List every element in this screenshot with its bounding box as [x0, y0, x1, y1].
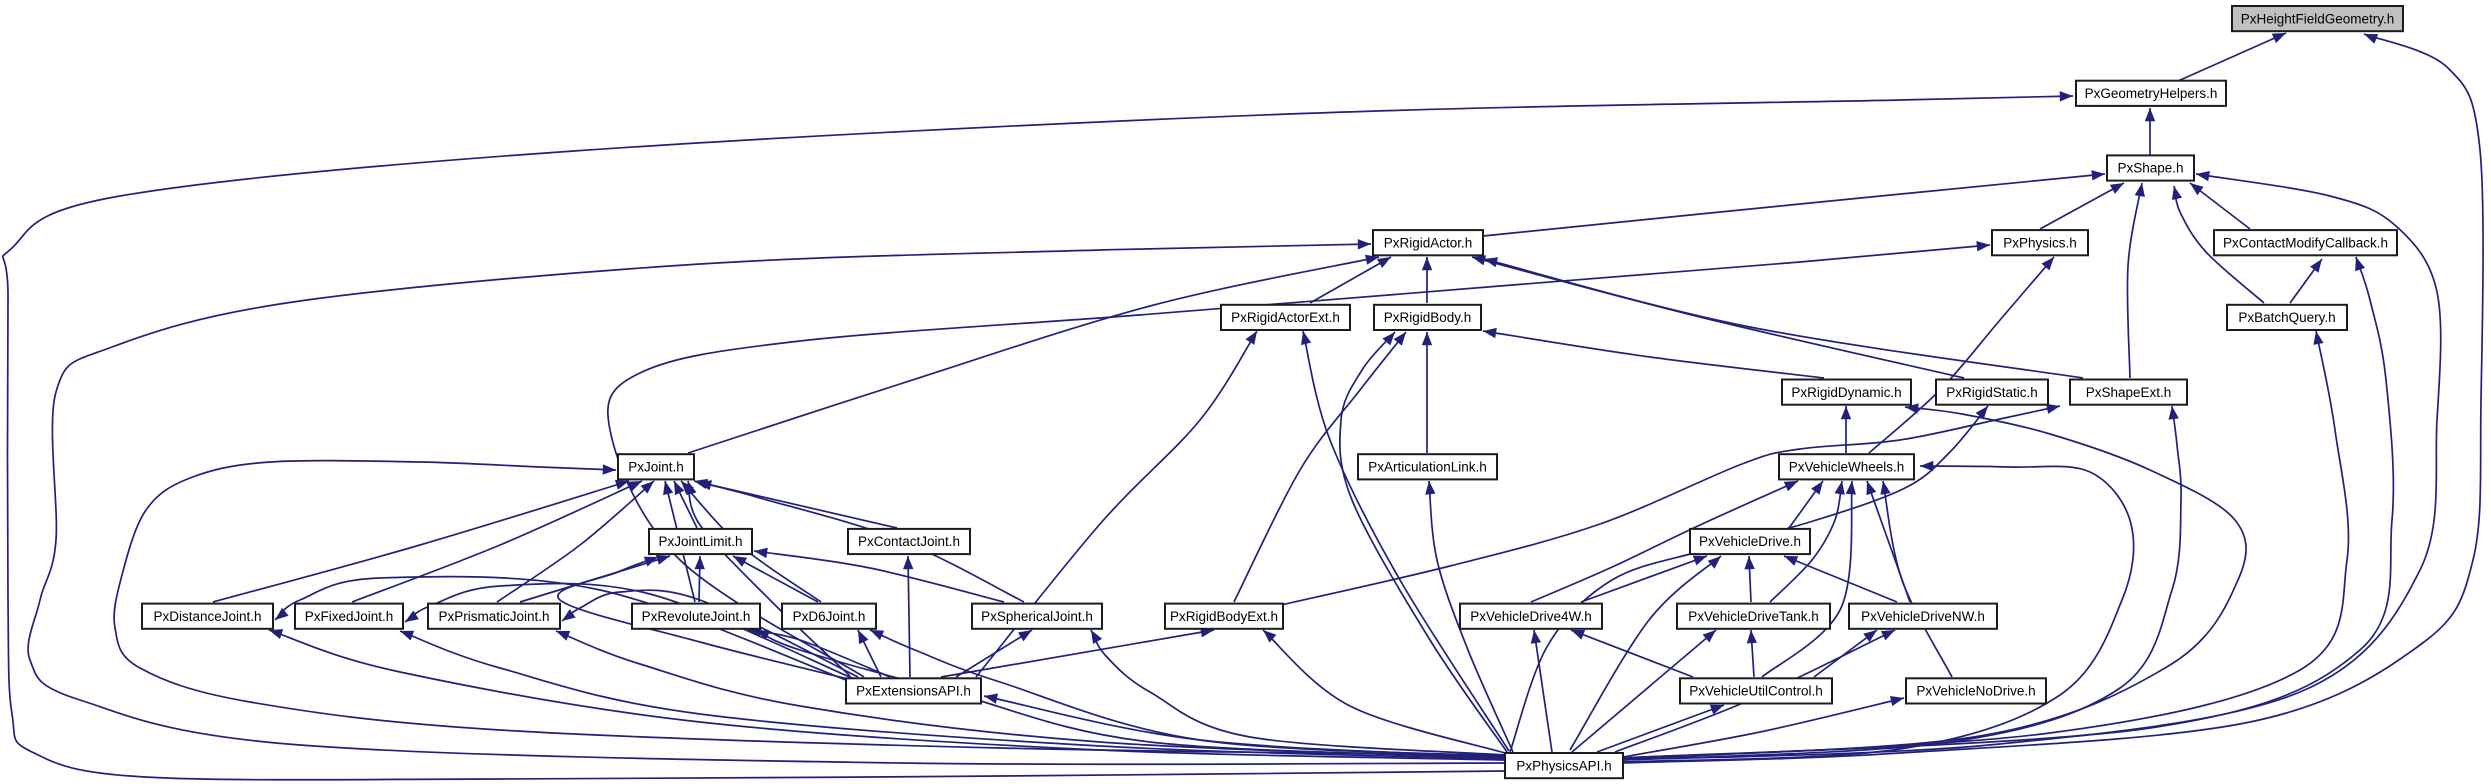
svg-text:PxRevoluteJoint.h: PxRevoluteJoint.h: [642, 609, 751, 624]
svg-text:PxSphericalJoint.h: PxSphericalJoint.h: [981, 609, 1093, 624]
svg-text:PxRigidDynamic.h: PxRigidDynamic.h: [1791, 385, 1901, 400]
svg-text:PxShapeExt.h: PxShapeExt.h: [2086, 385, 2172, 400]
svg-text:PxVehicleDriveTank.h: PxVehicleDriveTank.h: [1688, 609, 1819, 624]
svg-text:PxFixedJoint.h: PxFixedJoint.h: [305, 609, 394, 624]
svg-text:PxVehicleDrive4W.h: PxVehicleDrive4W.h: [1470, 609, 1592, 624]
svg-text:PxHeightFieldGeometry.h: PxHeightFieldGeometry.h: [2241, 11, 2395, 26]
svg-text:PxRigidActorExt.h: PxRigidActorExt.h: [1231, 310, 1340, 325]
svg-text:PxVehicleWheels.h: PxVehicleWheels.h: [1789, 460, 1905, 475]
svg-text:PxPhysicsAPI.h: PxPhysicsAPI.h: [1516, 758, 1611, 773]
svg-text:PxVehicleDriveNW.h: PxVehicleDriveNW.h: [1861, 609, 1985, 624]
svg-text:PxRigidBodyExt.h: PxRigidBodyExt.h: [1170, 609, 1278, 624]
svg-text:PxPhysics.h: PxPhysics.h: [2003, 235, 2077, 250]
svg-text:PxVehicleDrive.h: PxVehicleDrive.h: [1699, 534, 1801, 549]
svg-text:PxVehicleUtilControl.h: PxVehicleUtilControl.h: [1689, 684, 1823, 699]
svg-text:PxJointLimit.h: PxJointLimit.h: [658, 534, 742, 549]
svg-text:PxContactModifyCallback.h: PxContactModifyCallback.h: [2223, 235, 2388, 250]
svg-text:PxContactJoint.h: PxContactJoint.h: [858, 534, 960, 549]
svg-text:PxGeometryHelpers.h: PxGeometryHelpers.h: [2085, 86, 2218, 101]
svg-text:PxD6Joint.h: PxD6Joint.h: [793, 609, 866, 624]
svg-text:PxRigidBody.h: PxRigidBody.h: [1384, 310, 1472, 325]
svg-text:PxDistanceJoint.h: PxDistanceJoint.h: [153, 609, 261, 624]
svg-text:PxShape.h: PxShape.h: [2117, 161, 2183, 176]
svg-text:PxBatchQuery.h: PxBatchQuery.h: [2238, 310, 2335, 325]
svg-text:PxRigidActor.h: PxRigidActor.h: [1384, 235, 1473, 250]
svg-text:PxExtensionsAPI.h: PxExtensionsAPI.h: [856, 684, 971, 699]
svg-text:PxRigidStatic.h: PxRigidStatic.h: [1946, 385, 2038, 400]
svg-text:PxArticulationLink.h: PxArticulationLink.h: [1368, 460, 1487, 475]
svg-text:PxJoint.h: PxJoint.h: [628, 460, 684, 475]
svg-text:PxVehicleNoDrive.h: PxVehicleNoDrive.h: [1916, 684, 2035, 699]
svg-text:PxPrismaticJoint.h: PxPrismaticJoint.h: [438, 609, 549, 624]
